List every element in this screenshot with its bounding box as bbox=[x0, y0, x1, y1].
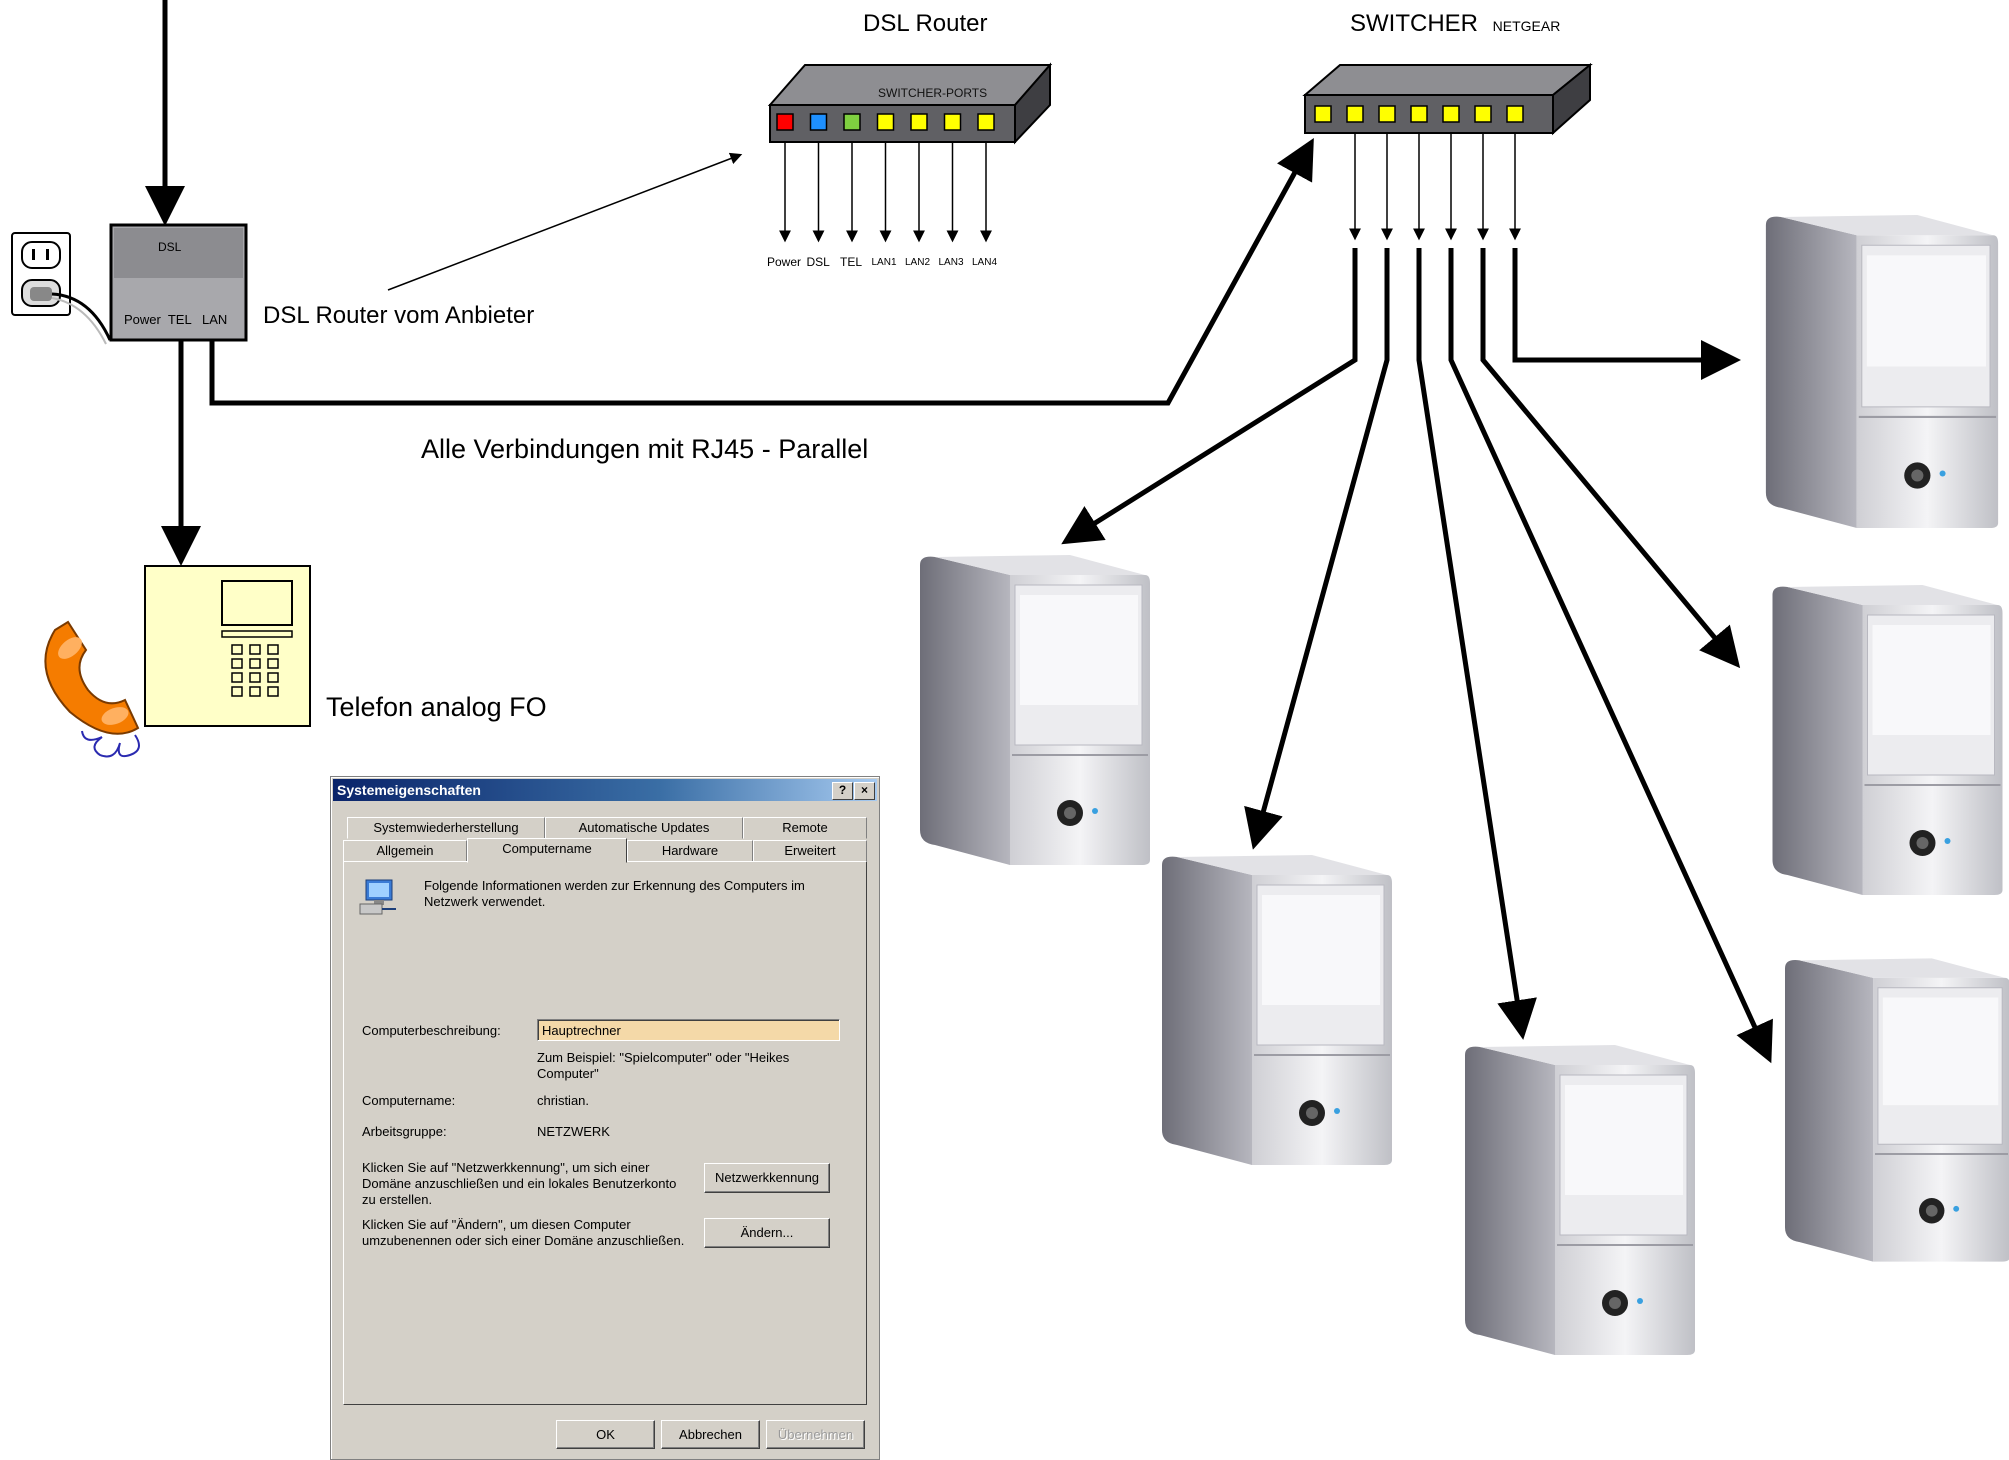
router-port-label: TEL bbox=[840, 255, 863, 269]
switcher-title: SWITCHER NETGEAR bbox=[1350, 10, 1560, 38]
switcher-brand: NETGEAR bbox=[1492, 18, 1561, 34]
dsl-router-title: DSL Router bbox=[863, 10, 988, 37]
router-port-lan4 bbox=[977, 113, 995, 131]
router-port-label: LAN2 bbox=[905, 257, 931, 268]
power-outlet-icon bbox=[11, 232, 112, 345]
change-button[interactable]: Ändern... bbox=[704, 1218, 830, 1248]
telephone-icon bbox=[44, 565, 311, 758]
change-text: Klicken Sie auf "Ändern", um diesen Comp… bbox=[362, 1217, 685, 1248]
network-id-text: Klicken Sie auf "Netzwerkkennung", um si… bbox=[362, 1160, 677, 1207]
connections-caption: Alle Verbindungen mit RJ45 - Parallel bbox=[421, 434, 869, 464]
description-label: Computerbeschreibung: bbox=[362, 1023, 501, 1038]
computer-icon bbox=[1162, 855, 1392, 1165]
router-port-lan1 bbox=[876, 113, 895, 131]
dialog-titlebar[interactable]: Systemeigenschaften ? × bbox=[333, 779, 877, 801]
intro-text: Folgende Informationen werden zur Erkenn… bbox=[424, 878, 805, 909]
description-input[interactable]: Hauptrechner bbox=[537, 1019, 840, 1041]
switch-port bbox=[1378, 105, 1396, 123]
network-switch-icon bbox=[1302, 62, 1593, 136]
dsl-router-icon bbox=[767, 62, 1053, 145]
tab-allgemein[interactable]: Allgemein bbox=[343, 840, 467, 862]
close-button[interactable]: × bbox=[854, 782, 875, 800]
apply-button[interactable]: Übernehmen bbox=[766, 1420, 865, 1449]
modem-label: DSL bbox=[158, 240, 182, 254]
router-port-power bbox=[776, 113, 794, 131]
router-port-label: LAN4 bbox=[972, 257, 998, 268]
computername-label: Computername: bbox=[362, 1093, 456, 1108]
computer-icon bbox=[1771, 585, 2004, 895]
router-port-label: DSL bbox=[806, 255, 830, 269]
switch-port bbox=[1410, 105, 1428, 123]
switch-port bbox=[1506, 105, 1524, 123]
tab-hardware[interactable]: Hardware bbox=[627, 840, 753, 862]
switch-port bbox=[1442, 105, 1460, 123]
switcher-title-text: SWITCHER bbox=[1350, 10, 1478, 37]
workgroup-label: Arbeitsgruppe: bbox=[362, 1124, 447, 1139]
network-id-button[interactable]: Netzwerkkennung bbox=[704, 1163, 830, 1193]
tab-erweitert[interactable]: Erweitert bbox=[753, 840, 867, 862]
help-button[interactable]: ? bbox=[832, 782, 853, 800]
router-ports-label: SWITCHER-PORTS bbox=[878, 86, 988, 100]
switch-port bbox=[1314, 105, 1332, 123]
router-port-lan3 bbox=[943, 113, 962, 131]
network-computer-icon bbox=[359, 879, 396, 915]
tab-automatische-updates[interactable]: Automatische Updates bbox=[545, 817, 743, 839]
computername-value: christian. bbox=[537, 1093, 590, 1108]
router-port-label: LAN3 bbox=[938, 257, 964, 268]
dialog-title: Systemeigenschaften bbox=[337, 782, 481, 798]
tab-computername[interactable]: Computername bbox=[467, 838, 627, 863]
cancel-button[interactable]: Abbrechen bbox=[661, 1420, 760, 1449]
computer-icon bbox=[1764, 215, 2000, 528]
tab-panel: Folgende Informationen werden zur Erkenn… bbox=[343, 861, 867, 1405]
router-port-lan2 bbox=[910, 113, 928, 131]
computer-icon bbox=[1465, 1045, 1695, 1355]
switch-port bbox=[1474, 105, 1492, 123]
tab-systemwiederherstellung[interactable]: Systemwiederherstellung bbox=[347, 817, 545, 839]
tab-remote[interactable]: Remote bbox=[743, 817, 867, 839]
computer-icon bbox=[920, 555, 1150, 865]
phone-caption: Telefon analog FO bbox=[326, 692, 547, 722]
modem-ports-label: Power TEL LAN bbox=[124, 312, 228, 327]
description-hint: Zum Beispiel: "Spielcomputer" oder "Heik… bbox=[537, 1050, 790, 1081]
modem-caption: DSL Router vom Anbieter bbox=[263, 302, 535, 329]
router-port-dsl bbox=[809, 113, 828, 131]
router-port-label: Power bbox=[767, 255, 802, 269]
router-port-tel bbox=[843, 113, 861, 131]
system-properties-dialog: Systemeigenschaften ? × Systemwiederhers… bbox=[330, 776, 880, 1460]
switch-port bbox=[1346, 105, 1364, 123]
computer-icon bbox=[1785, 957, 2009, 1263]
ok-button[interactable]: OK bbox=[556, 1420, 655, 1449]
workgroup-value: NETZWERK bbox=[537, 1124, 610, 1139]
router-port-label: LAN1 bbox=[871, 257, 897, 268]
